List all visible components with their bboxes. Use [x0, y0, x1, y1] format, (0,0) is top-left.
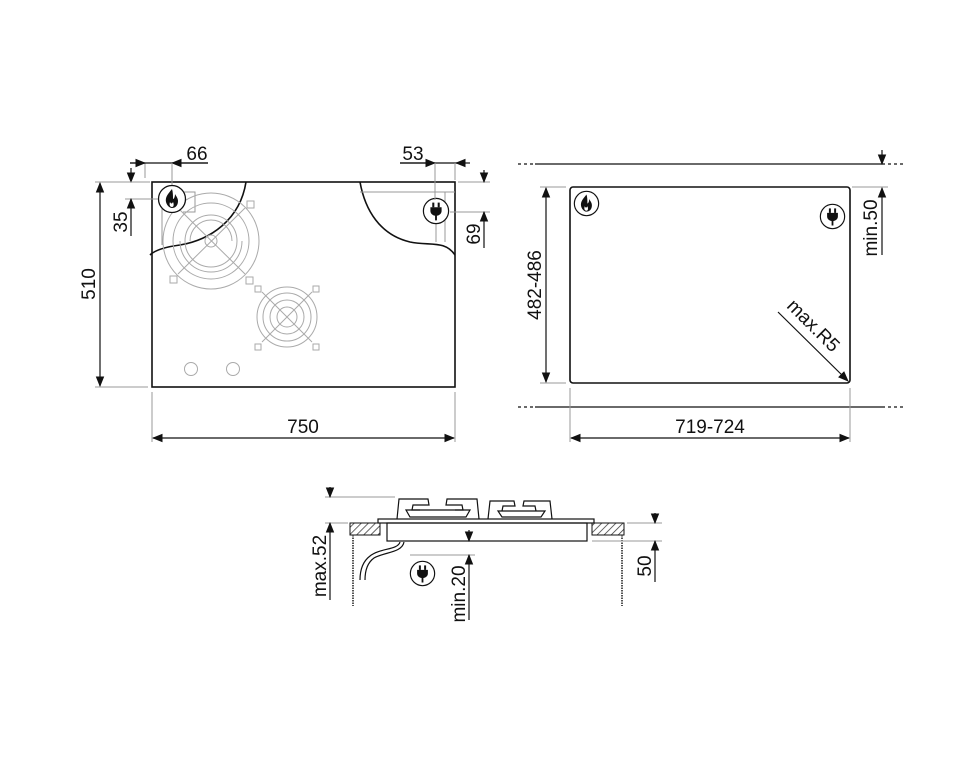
top-view: 66 35 510 53 69 750 — [79, 144, 490, 443]
electric-plug-icon — [409, 560, 436, 587]
worktop-left — [349, 522, 381, 536]
dim-gas-inlet-x: 66 — [186, 144, 207, 165]
side-view: max.52 min.20 50 — [310, 487, 662, 623]
hob-outline — [151, 181, 456, 388]
worktop-right — [591, 522, 625, 536]
dim-gas-inlet-y: 35 — [111, 211, 132, 232]
dim-power-x: 53 — [402, 144, 423, 165]
dim-max-height: max.52 — [310, 535, 331, 597]
dim-depth: 510 — [79, 268, 100, 300]
cutaway-curve-left — [149, 181, 247, 256]
electric-plug-icon — [422, 197, 450, 225]
cutout-view: 482-486 min.50 max.R5 719-724 — [518, 150, 904, 443]
gas-flame-icon — [157, 184, 187, 214]
dim-cutout-width: 719-724 — [675, 417, 745, 438]
control-knob — [226, 362, 240, 376]
hob-body — [386, 522, 588, 542]
burner-small — [254, 285, 320, 351]
dim-power-y: 69 — [464, 223, 485, 244]
gas-flame-icon — [573, 190, 600, 217]
dim-rear-clearance: min.50 — [861, 199, 882, 256]
dim-under-clearance: min.20 — [449, 565, 470, 622]
dim-width: 750 — [287, 417, 319, 438]
dim-cutout-depth: 482-486 — [525, 250, 546, 320]
cutout-outline — [569, 186, 851, 384]
dim-front-clearance: 50 — [635, 555, 656, 576]
cutaway-curve-right — [359, 181, 456, 256]
burner-large — [162, 192, 260, 290]
electric-plug-icon — [819, 203, 846, 230]
control-knob — [184, 362, 198, 376]
